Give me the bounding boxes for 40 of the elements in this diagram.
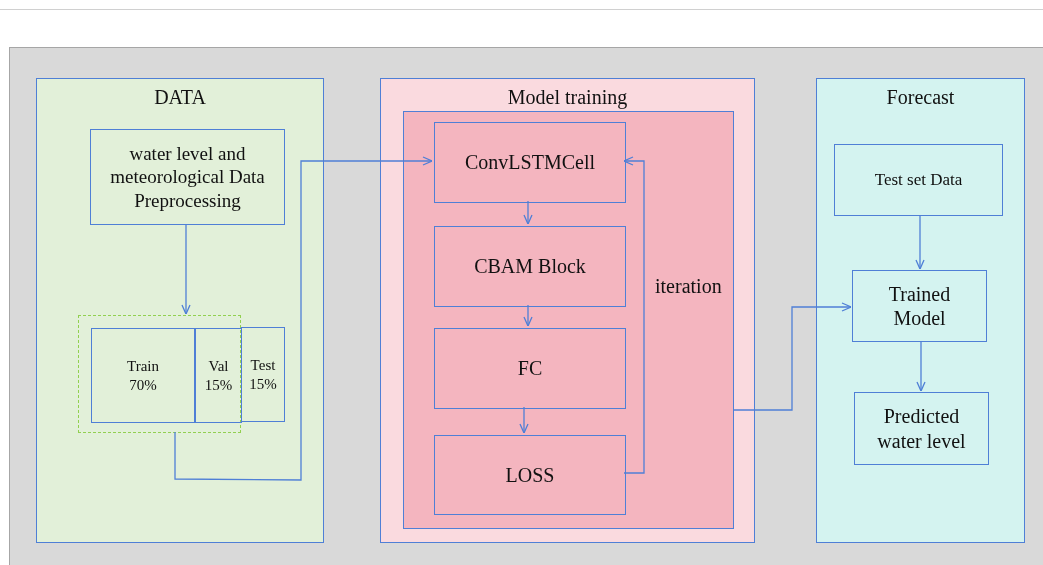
arrow	[915, 214, 925, 270]
box-label: Test set Data	[873, 169, 964, 191]
panel	[380, 78, 755, 543]
process-box	[434, 435, 626, 515]
group-box	[403, 111, 734, 529]
loop-label: iteration	[655, 275, 722, 298]
box-label: ConvLSTMCell	[464, 150, 596, 175]
box-label: Predicted water level	[876, 404, 967, 453]
panel-title: Forecast	[886, 85, 955, 109]
box-label: Trained Model	[887, 281, 952, 331]
process-box	[241, 327, 285, 422]
process-box	[834, 144, 1003, 216]
process-box	[434, 122, 626, 203]
box-label: Train 70%	[126, 357, 160, 394]
panel-title: DATA	[154, 85, 206, 109]
process-box	[91, 328, 195, 423]
panel	[36, 78, 324, 543]
arrow	[623, 156, 645, 474]
box-label: Val 15%	[203, 357, 234, 394]
arrow	[174, 156, 433, 481]
process-box	[90, 129, 285, 225]
box-label: LOSS	[504, 462, 556, 488]
arrow	[519, 406, 529, 434]
arrow	[916, 340, 926, 392]
box-label: Test 15%	[248, 356, 278, 393]
process-box	[195, 328, 242, 423]
process-box	[854, 392, 989, 465]
process-box	[434, 226, 626, 307]
panel-title: Model training	[507, 85, 628, 109]
box-label: FC	[516, 356, 544, 381]
box-label: water level and meteorological Data Preprocessing	[109, 142, 266, 212]
arrow	[523, 304, 533, 327]
box-label: CBAM Block	[473, 254, 587, 279]
process-box	[852, 270, 987, 342]
arrow	[181, 223, 191, 315]
dashed-group-box	[78, 315, 241, 433]
panel	[816, 78, 1025, 543]
process-box	[434, 328, 626, 409]
arrow	[523, 200, 533, 225]
arrow	[732, 302, 852, 411]
